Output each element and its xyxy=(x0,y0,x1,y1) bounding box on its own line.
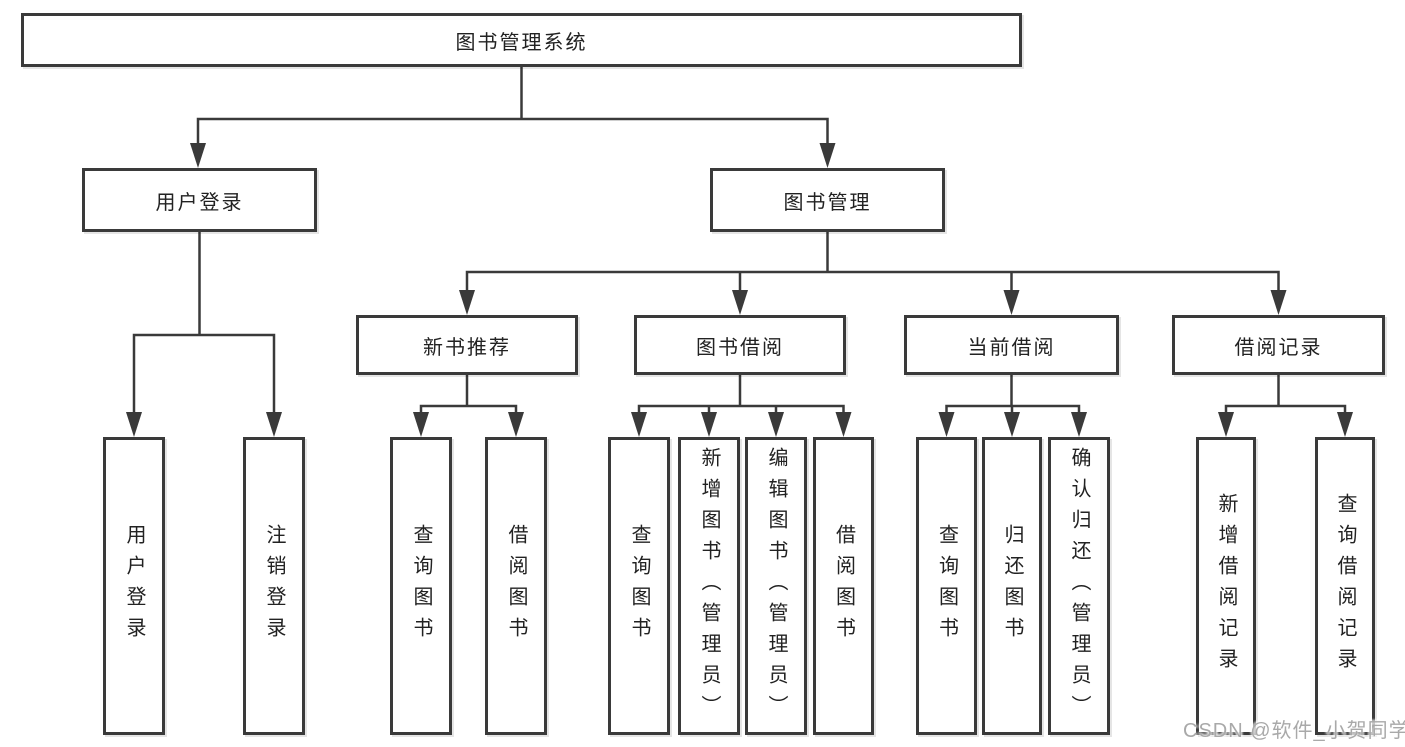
arrowhead xyxy=(266,412,282,437)
node-login-branch: 用户登录 xyxy=(82,168,317,232)
node-current: 当前借阅 xyxy=(904,315,1119,375)
node-leaf-borrow-borrow: 借阅图书 xyxy=(813,437,874,735)
arrowhead xyxy=(459,290,475,315)
node-label: 图书借阅 xyxy=(696,336,784,359)
connector-current xyxy=(938,375,1087,437)
node-label: 新增图书（管理员） xyxy=(698,446,720,726)
node-leaf-record-add: 新增借阅记录 xyxy=(1196,437,1256,735)
node-leaf-newbook-query: 查询图书 xyxy=(390,437,452,735)
arrowhead xyxy=(1071,412,1087,437)
arrowhead xyxy=(1004,412,1020,437)
arrowhead xyxy=(1218,412,1234,437)
arrowhead xyxy=(835,412,852,437)
node-leaf-current-query: 查询图书 xyxy=(916,437,977,735)
node-new-book: 新书推荐 xyxy=(356,315,578,375)
node-label: 确认归还（管理员） xyxy=(1068,446,1090,726)
node-leaf-borrow-query: 查询图书 xyxy=(608,437,670,735)
node-label: 用户登录 xyxy=(123,524,145,648)
node-label: 查询图书 xyxy=(410,524,432,648)
node-leaf-borrow-add: 新增图书（管理员） xyxy=(678,437,740,735)
arrowhead xyxy=(732,290,748,315)
node-label: 查询图书 xyxy=(935,524,958,648)
node-label: 当前借阅 xyxy=(967,336,1056,359)
node-label: 借阅图书 xyxy=(832,524,855,648)
node-label: 新书推荐 xyxy=(423,336,511,359)
arrowhead xyxy=(126,412,142,437)
connector-root xyxy=(190,67,836,168)
node-leaf-newbook-borrow: 借阅图书 xyxy=(485,437,547,735)
csdn-watermark: CSDN @软件_小贺同学 xyxy=(1183,720,1405,742)
node-label: 借阅记录 xyxy=(1234,336,1323,359)
node-leaf-user-login: 用户登录 xyxy=(103,437,165,735)
node-label: 借阅图书 xyxy=(505,524,527,648)
connector-borrow xyxy=(631,375,852,437)
node-borrow: 图书借阅 xyxy=(634,315,846,375)
node-root: 图书管理系统 xyxy=(21,13,1022,67)
arrowhead xyxy=(938,412,955,437)
connector-new-book xyxy=(413,375,524,437)
node-records: 借阅记录 xyxy=(1172,315,1385,375)
arrowhead xyxy=(631,412,647,437)
connector-mgmt-branch xyxy=(459,232,1287,315)
node-label: 新增借阅记录 xyxy=(1215,493,1237,679)
node-leaf-record-query: 查询借阅记录 xyxy=(1315,437,1375,735)
arrowhead xyxy=(413,412,429,437)
node-label: 归还图书 xyxy=(1001,524,1023,648)
node-leaf-current-confirm: 确认归还（管理员） xyxy=(1048,437,1110,735)
connector-records xyxy=(1218,375,1353,437)
node-label: 注销登录 xyxy=(263,524,285,648)
node-label: 图书管理系统 xyxy=(455,31,588,54)
node-leaf-logout: 注销登录 xyxy=(243,437,305,735)
arrowhead xyxy=(1003,290,1020,315)
connector-login-branch xyxy=(126,232,282,437)
node-label: 图书管理 xyxy=(783,191,872,214)
node-leaf-borrow-edit: 编辑图书（管理员） xyxy=(745,437,807,735)
arrowhead xyxy=(701,412,717,437)
arrowhead xyxy=(1270,290,1287,315)
arrowhead xyxy=(768,412,784,437)
node-label: 查询图书 xyxy=(628,524,650,648)
node-label: 查询借阅记录 xyxy=(1334,493,1356,679)
node-mgmt-branch: 图书管理 xyxy=(710,168,945,232)
arrowhead xyxy=(1337,412,1353,437)
arrowhead xyxy=(819,143,836,168)
node-label: 编辑图书（管理员） xyxy=(765,446,787,726)
node-label: 用户登录 xyxy=(155,191,244,214)
arrowhead xyxy=(190,143,206,168)
node-leaf-current-return: 归还图书 xyxy=(982,437,1042,735)
arrowhead xyxy=(508,412,524,437)
